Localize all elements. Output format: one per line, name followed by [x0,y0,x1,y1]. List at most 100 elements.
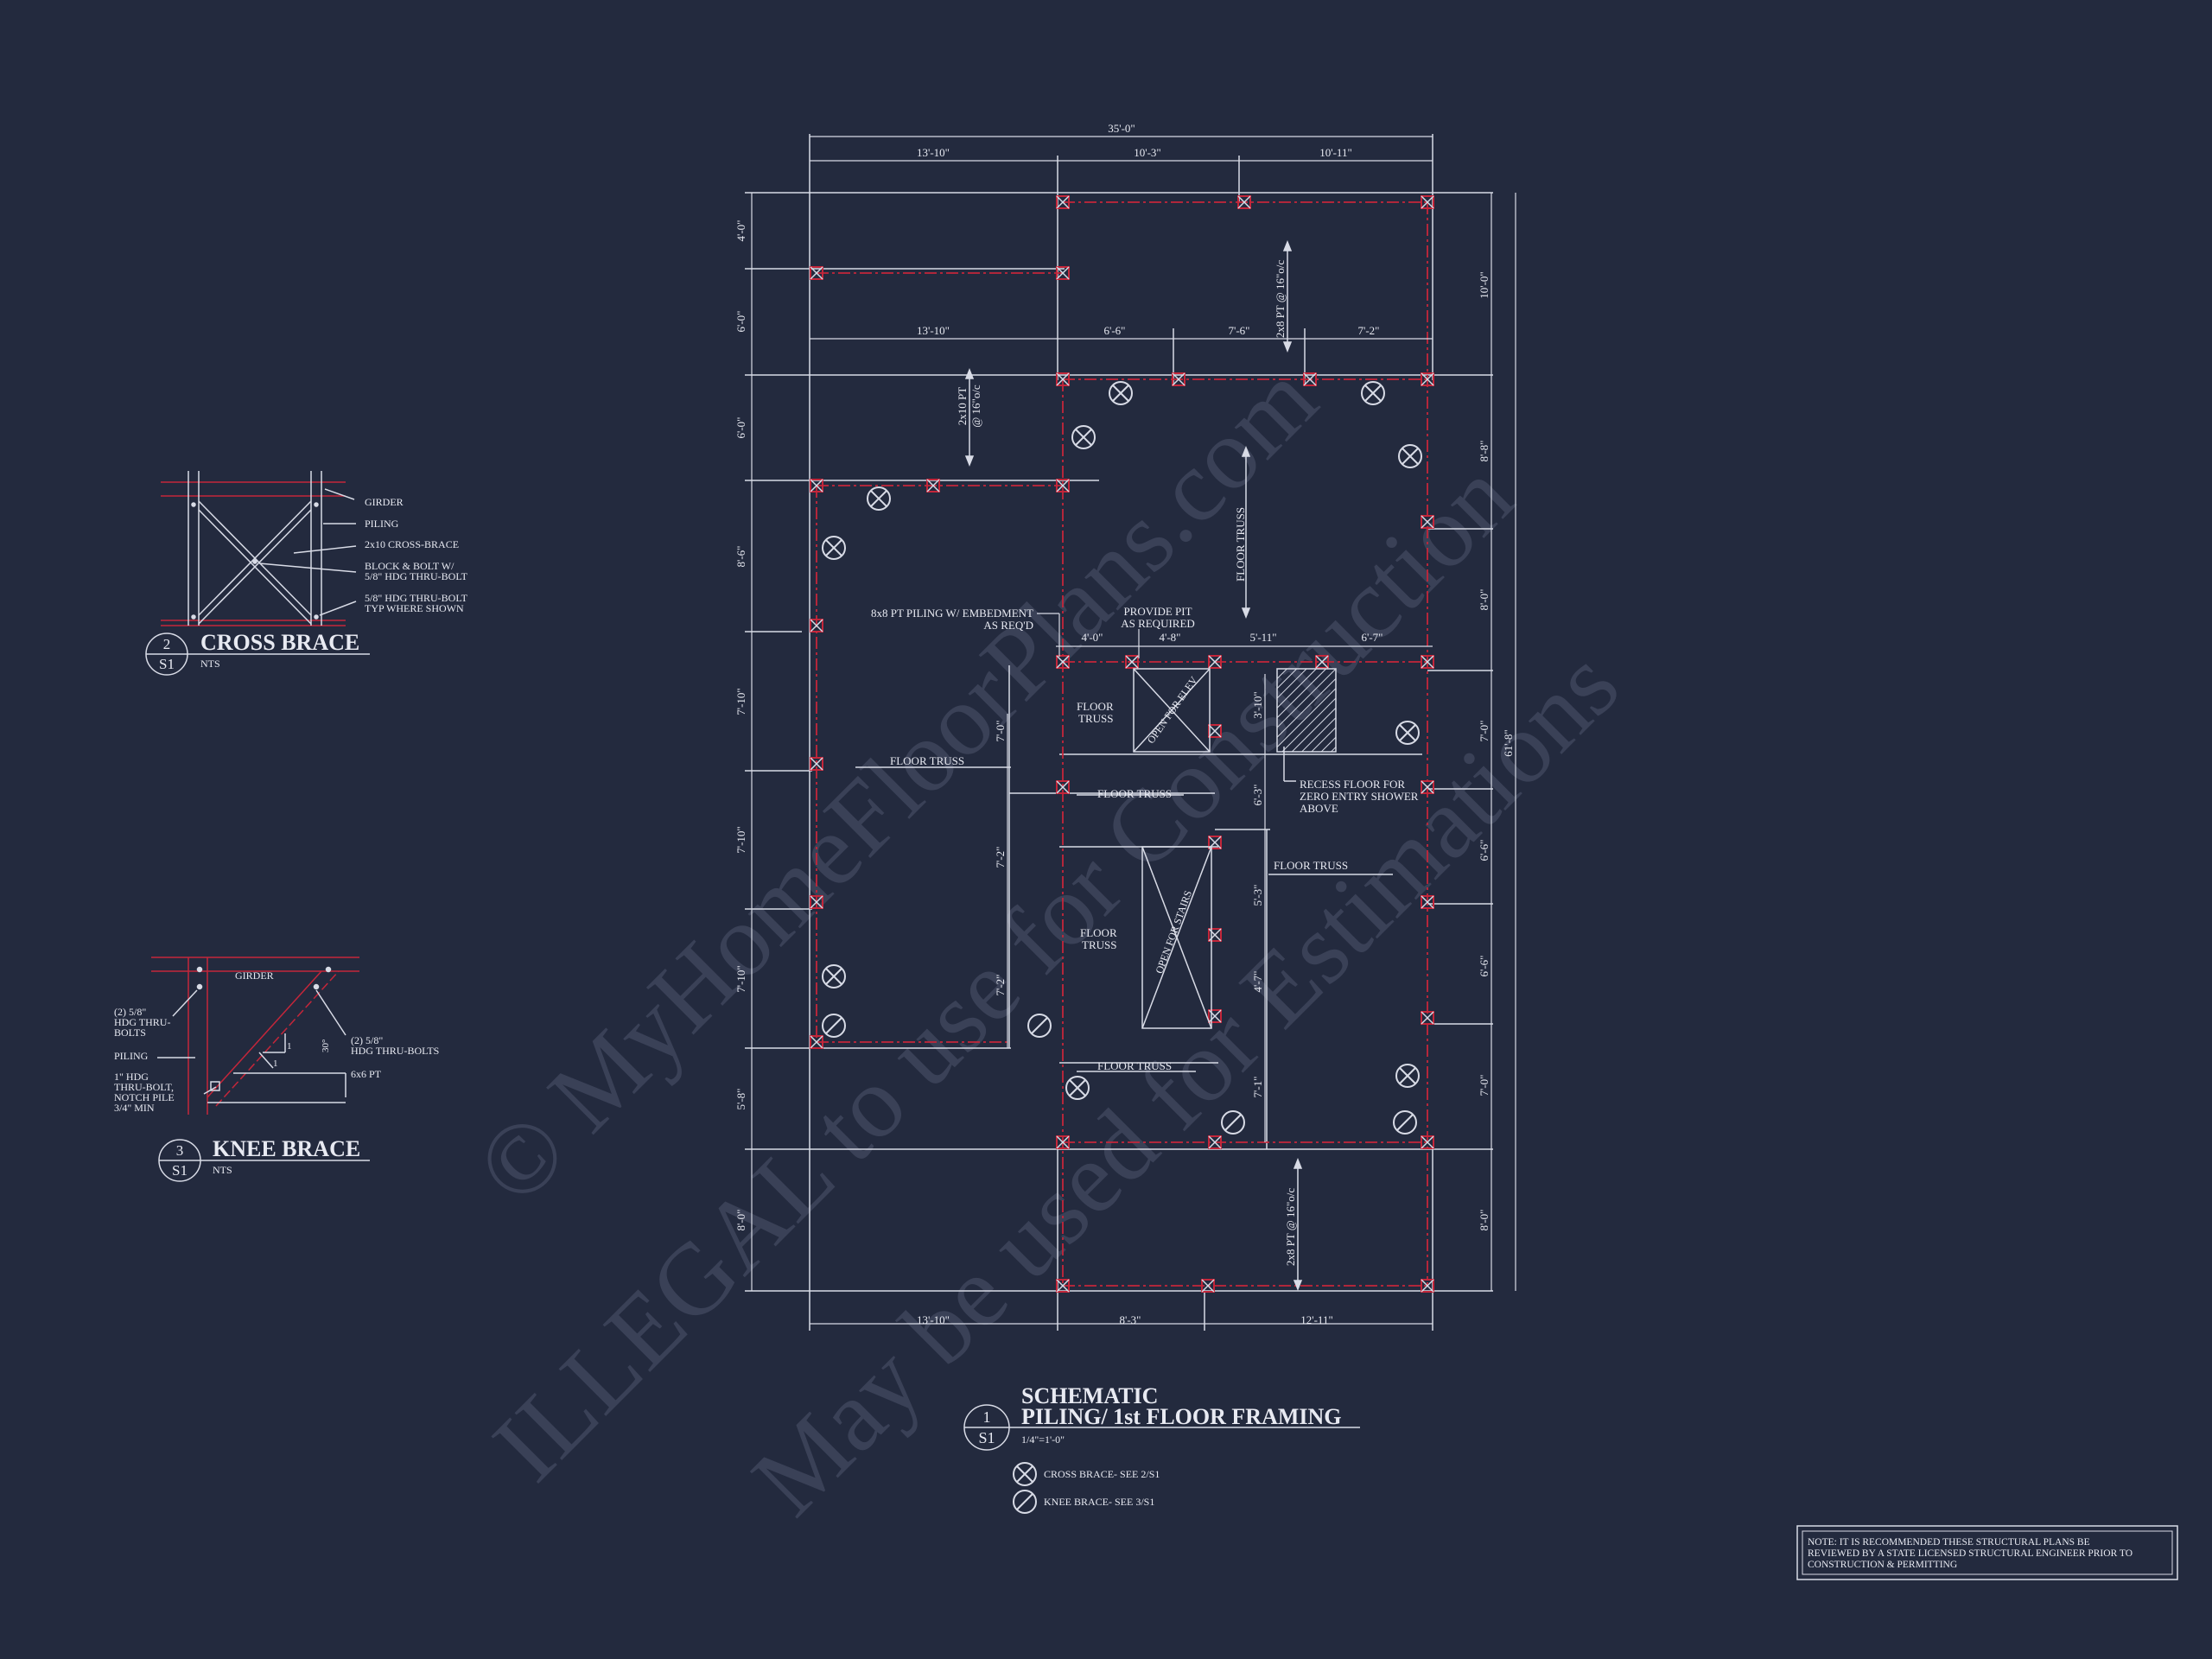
dim-row2-seg-4: 7'-2" [1358,324,1380,337]
dim-right-3: 8'-0" [1478,589,1491,611]
dim-left-9: 8'-0" [734,1210,747,1231]
cross-brace-member-label: 2x10 CROSS-BRACE [365,538,459,550]
plan-tag-sheet: S1 [978,1429,995,1446]
dim-inner-7-2a: 7'-2" [994,847,1007,868]
dim-inner-5-11: 5'-11" [1250,631,1277,644]
cross-brace-symbol-icon [1013,1462,1037,1486]
dim-left-5: 7'-10" [734,688,747,715]
plan-grid-lines [745,134,1493,1331]
dim-row2-seg-1: 13'-10" [917,324,950,337]
engineer-note-line-3: CONSTRUCTION & PERMITTING [1808,1560,1957,1570]
knee-brace-labels: GIRDER (2) 5/8" HDG THRU- BOLTS PILING 1… [114,969,439,1114]
dim-right-8: 8'-0" [1478,1210,1491,1231]
truss-note-vertical: FLOOR TRUSS [1234,507,1247,582]
cross-brace-detail [161,471,357,626]
cross-brace-bolt-label-2: TYP WHERE SHOWN [365,602,464,614]
plan-title-tag: 1 S1 SCHEMATIC PILING/ 1st FLOOR FRAMING… [963,1383,1360,1451]
cross-brace-scale: NTS [200,658,220,670]
engineer-note-line-1: NOTE: IT IS RECOMMENDED THESE STRUCTURAL… [1808,1537,2090,1548]
legend-knee-brace-label: KNEE BRACE- SEE 3/S1 [1044,1496,1154,1508]
dim-right-1: 10'-0" [1478,271,1491,298]
dim-top-seg-2: 10'-3" [1134,146,1160,159]
cross-brace-title-tag: 2 S1 CROSS BRACE NTS [145,630,370,676]
top-dimension-lines [751,136,1516,1325]
dim-inner-5-3: 5'-3" [1251,885,1264,906]
knee-brace-title-tag: 3 S1 KNEE BRACE NTS [158,1136,370,1182]
knee-brace-left-note-a2: HDG THRU- [114,1016,170,1028]
knee-brace-girder-label: GIRDER [235,969,274,982]
piling-note-2: AS REQ'D [983,619,1033,632]
dim-left-3: 6'-0" [734,417,747,439]
knee-brace-left-note-b1: 1" HDG [114,1071,149,1083]
dim-inner-7-0: 7'-0" [994,721,1007,742]
cross-brace-block-label-1: BLOCK & BOLT W/ [365,560,454,572]
pit-note-1: PROVIDE PIT [1123,605,1192,618]
dim-inner-6-3: 6'-3" [1251,785,1264,806]
truss-note-bottom: FLOOR TRUSS [1097,1059,1172,1072]
right-dimension-text: 10'-0" 8'-8" 8'-0" 7'-0" 6'-6" 6'-6" 7'-… [1478,271,1515,1230]
knee-brace-slope-rise: 1 [287,1041,292,1052]
knee-brace-detail [151,957,359,1115]
knee-brace-left-note-b2: THRU-BOLT, [114,1081,174,1093]
dim-left-1: 4'-0" [734,220,747,242]
legend-cross-brace-label: CROSS BRACE- SEE 2/S1 [1044,1468,1160,1480]
dim-row2-seg-3: 7'-6" [1229,324,1250,337]
knee-brace-left-note-b4: 3/4" MIN [114,1102,155,1114]
dim-inner-3-10: 3'-10" [1251,691,1264,718]
stair-opening-label: OPEN FOR STAIRS [1153,889,1194,976]
truss-note-stack-2a: FLOOR [1080,926,1117,939]
dim-top-seg-1: 13'-10" [917,146,950,159]
dim-left-6: 7'-10" [734,826,747,853]
dim-right-5: 6'-6" [1478,840,1491,861]
dim-right-2: 8'-8" [1478,441,1491,462]
knee-brace-piling-label: PILING [114,1050,149,1062]
knee-brace-left-note-a3: BOLTS [114,1027,146,1039]
joist-note-top: 2x8 PT @ 16"o/c [1274,260,1287,339]
cross-brace-girder-label: GIRDER [365,496,404,508]
dim-inner-6-7: 6'-7" [1362,631,1383,644]
dim-inner-4-8: 4'-8" [1160,631,1181,644]
dim-right-7: 7'-0" [1478,1075,1491,1096]
stair-opening [1141,846,1212,1029]
left-dimension-text: 4'-0" 6'-0" 6'-0" 8'-6" 7'-10" 7'-10" 7'… [734,220,747,1231]
dim-inner-4-7: 4'-7" [1251,971,1264,993]
cross-brace-bolt-label-1: 5/8" HDG THRU-BOLT [365,592,468,604]
knee-brace-right-note-1: (2) 5/8" [351,1034,383,1046]
joist-arrows [855,239,1393,1292]
knee-brace-member-label: 6x6 PT [351,1068,382,1080]
engineer-note-line-2: REVIEWED BY A STATE LICENSED STRUCTURAL … [1808,1548,2133,1559]
cross-brace-block-label-2: 5/8" HDG THRU-BOLT [365,570,468,582]
truss-note-stack-1a: FLOOR [1077,700,1114,713]
plan-tag-number: 1 [983,1408,991,1426]
cross-brace-piling-label: PILING [365,518,399,530]
knee-brace-tag-number: 3 [176,1142,184,1159]
pit-note-2: AS REQUIRED [1121,617,1195,630]
knee-brace-right-note-2: HDG THRU-BOLTS [351,1045,439,1057]
knee-brace-symbol-icon [1013,1490,1037,1514]
plan-title-line-1: SCHEMATIC [1021,1383,1158,1408]
joist-note-left-2: @ 16"o/c [969,385,982,428]
watermark: © MyHomeFloorPlans.com ILLEGAL to use fo… [454,342,1640,1537]
recess-note-2: ZERO ENTRY SHOWER [1300,790,1419,803]
dim-row2-seg-2: 6'-6" [1104,324,1126,337]
knee-brace-tag-sheet: S1 [172,1162,188,1179]
legend: CROSS BRACE- SEE 2/S1 KNEE BRACE- SEE 3/… [1013,1462,1160,1514]
joist-note-bottom: 2x8 PT @ 16"o/c [1284,1188,1297,1267]
dim-right-4: 7'-0" [1478,721,1491,742]
elevator-opening [1133,668,1211,753]
knee-brace-left-note-b3: NOTCH PILE [114,1091,175,1103]
knee-brace-angle-label: 30° [321,1039,331,1052]
knee-brace-title: KNEE BRACE [213,1136,360,1161]
dim-top-seg-3: 10'-11" [1319,146,1352,159]
dim-inner-4-0: 4'-0" [1082,631,1103,644]
plan-title-line-2: PILING/ 1st FLOOR FRAMING [1021,1404,1342,1429]
cross-brace-tag-number: 2 [163,636,171,652]
truss-note-left: FLOOR TRUSS [890,754,964,767]
knee-brace-left-note-a1: (2) 5/8" [114,1006,146,1018]
dim-bottom-seg-3: 12'-11" [1300,1313,1333,1326]
cross-brace-tag-sheet: S1 [159,656,175,672]
girder-lines [816,201,1428,1287]
recess-note-1: RECESS FLOOR FOR [1300,778,1405,791]
plan-scale: 1/4"=1'-0" [1021,1433,1065,1446]
joist-note-left-1: 2x10 PT [956,387,969,425]
